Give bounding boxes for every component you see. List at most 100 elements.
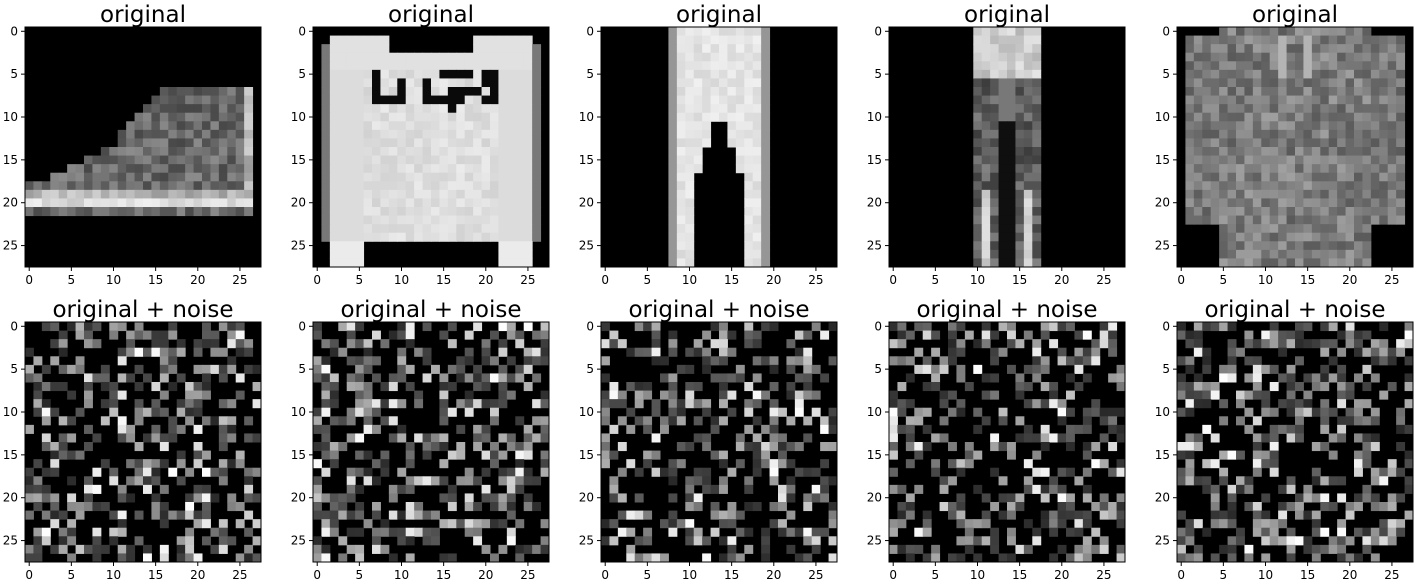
pixel <box>540 399 550 409</box>
pixel <box>1185 61 1195 71</box>
pixel <box>168 364 178 374</box>
pixel <box>1396 87 1406 97</box>
pixel <box>710 416 720 426</box>
pixel <box>761 527 771 537</box>
pixel <box>422 87 432 97</box>
pixel <box>422 121 432 131</box>
pixel <box>981 198 991 208</box>
pixel <box>447 172 457 182</box>
x-tick-label: 5 <box>356 568 364 582</box>
pixel <box>761 232 771 242</box>
pixel <box>1193 399 1203 409</box>
pixel <box>1278 373 1288 383</box>
pixel <box>372 232 381 242</box>
pixel <box>1370 527 1380 537</box>
pixel <box>1023 224 1033 234</box>
pixel <box>447 519 457 529</box>
pixel <box>346 527 356 537</box>
pixel <box>685 155 695 165</box>
pixel <box>956 322 966 332</box>
pixel <box>1116 553 1126 563</box>
pixel <box>685 95 695 105</box>
pixel <box>363 390 373 400</box>
pixel <box>761 155 771 165</box>
pixel <box>803 373 813 383</box>
pixel <box>252 553 262 563</box>
pixel <box>1379 519 1389 529</box>
pixel <box>981 155 991 165</box>
pixel <box>338 164 348 174</box>
pixel <box>490 330 499 340</box>
pixel <box>1032 232 1042 242</box>
pixel <box>202 493 211 503</box>
pixel <box>41 207 51 217</box>
pixel <box>1091 502 1101 512</box>
pixel <box>1337 390 1347 400</box>
pixel <box>956 459 966 469</box>
y-tick-label: 20 <box>579 491 594 505</box>
pixel <box>151 164 161 174</box>
pixel <box>1116 502 1126 512</box>
pixel <box>151 129 161 139</box>
pixel <box>931 347 941 357</box>
pixel <box>363 87 373 97</box>
pixel <box>1269 459 1279 469</box>
pixel <box>498 249 508 259</box>
pixel <box>1269 207 1279 217</box>
pixel <box>447 69 457 79</box>
pixel <box>498 95 508 105</box>
pixel <box>1244 189 1254 199</box>
pixel <box>176 399 186 409</box>
pixel <box>100 181 110 191</box>
pixel <box>1320 364 1330 374</box>
pixel <box>981 207 991 217</box>
pixel <box>143 129 152 139</box>
pixel <box>134 138 144 148</box>
pixel <box>168 330 178 340</box>
pixel <box>1328 189 1338 199</box>
pixel <box>117 373 127 383</box>
pixel <box>126 155 136 165</box>
pixel <box>998 224 1008 234</box>
pixel <box>134 382 144 392</box>
pixel <box>134 467 144 477</box>
pixel <box>744 52 754 62</box>
pixel <box>668 493 678 503</box>
pixel <box>481 373 491 383</box>
pixel <box>710 527 720 537</box>
pixel <box>33 373 43 383</box>
pixel <box>25 189 34 199</box>
pixel <box>506 87 516 97</box>
pixel <box>964 544 974 554</box>
pixel <box>1091 399 1101 409</box>
pixel <box>202 502 211 512</box>
pixel <box>1396 207 1406 217</box>
pixel <box>727 95 737 105</box>
y-tick-label: 10 <box>579 405 594 419</box>
pixel <box>464 129 474 139</box>
pixel <box>313 459 322 469</box>
pixel <box>1177 527 1186 537</box>
pixel <box>1387 121 1397 131</box>
pixel <box>761 27 771 37</box>
pixel <box>227 493 237 503</box>
pixel <box>456 164 466 174</box>
pixel <box>431 155 440 165</box>
pixel <box>1261 138 1271 148</box>
pixel <box>1396 519 1406 529</box>
pixel <box>1354 181 1363 191</box>
pixel <box>1007 129 1016 139</box>
pixel <box>481 399 491 409</box>
pixel <box>1337 347 1347 357</box>
pixel <box>329 52 339 62</box>
pixel <box>67 198 77 208</box>
pixel <box>372 172 381 182</box>
pixel <box>363 95 373 105</box>
pixel <box>727 69 737 79</box>
pixel <box>702 35 712 45</box>
pixel <box>601 322 610 332</box>
pixel <box>1295 69 1304 79</box>
y-tick-label: 10 <box>1155 405 1170 419</box>
pixel <box>660 416 669 426</box>
pixel <box>761 258 771 268</box>
